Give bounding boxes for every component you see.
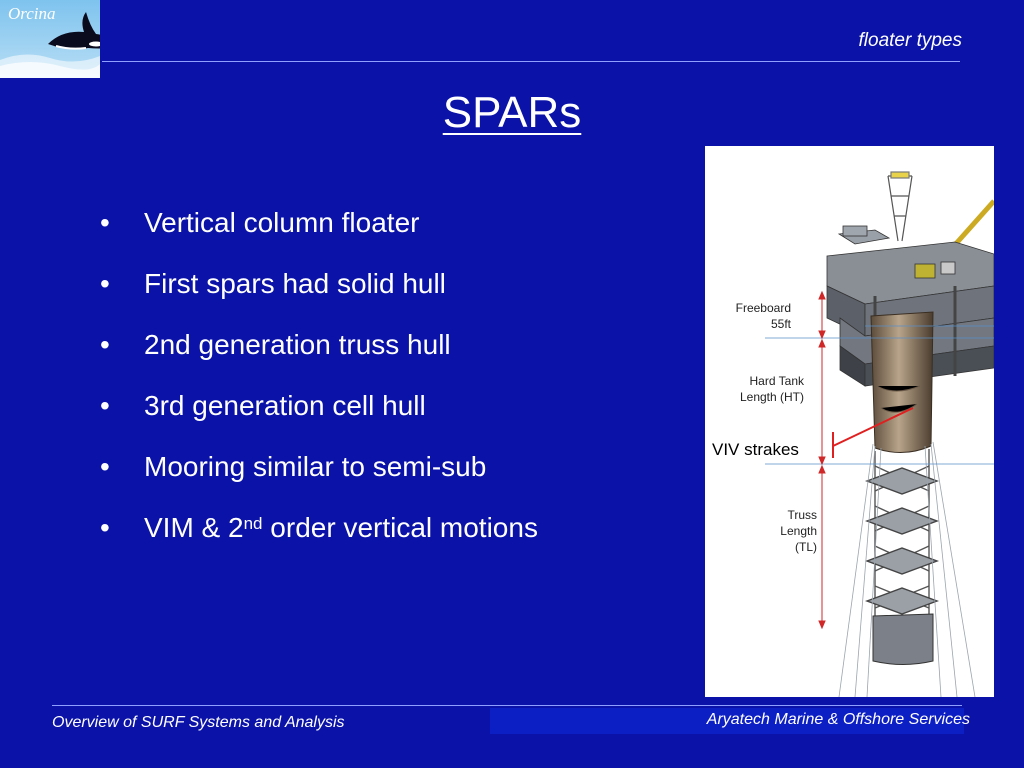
bullet-item: • Vertical column floater [100,203,538,264]
orca-icon [0,12,100,78]
viv-pointer [832,407,914,458]
hard-tank-label-text: Hard Tank [749,374,804,388]
viv-strakes-label: VIV strakes [712,440,799,459]
footer-divider [52,705,962,706]
bullet-dot: • [100,207,110,238]
hard-tank-value: Length (HT) [739,390,804,404]
bullet-text-before: VIM & 2 [144,512,244,543]
truss-abbrev: (TL) [795,540,817,554]
bullet-item: • Mooring similar to semi-sub [100,447,538,508]
drilling-derrick [887,171,913,242]
mooring-lines [838,441,976,697]
logo-text: Orcina [8,4,56,23]
truss-section [864,449,940,616]
bullet-dot: • [100,390,110,421]
bullet-item: • VIM & 2nd order vertical motions [100,508,538,569]
bullet-text: Mooring similar to semi-sub [144,451,487,482]
footer-band [490,708,964,734]
bullet-item: • 2nd generation truss hull [100,325,538,386]
bullet-text: Vertical column floater [144,207,420,238]
spar-illustration [765,171,994,697]
bullet-superscript: nd [243,514,263,533]
bullet-text-after: order vertical motions [262,512,538,543]
header-divider [102,61,960,62]
dimension-arrows [818,290,826,630]
footer-presentation-title: Overview of SURF Systems and Analysis [52,714,345,731]
section-label: floater types [858,30,963,51]
bullet-item: • 3rd generation cell hull [100,386,538,447]
freeboard-label-text: Freeboard [735,301,791,315]
bullet-dot: • [100,451,110,482]
freeboard-label: Freeboard 55ft [715,300,791,332]
bullet-dot: • [100,268,110,299]
bullet-text: 3rd generation cell hull [144,390,426,421]
bullet-list: • Vertical column floater • First spars ha… [100,203,538,569]
bullet-text: 2nd generation truss hull [144,329,451,360]
bullet-item: • First spars had solid hull [100,264,538,325]
bullet-dot: • [100,512,110,543]
truss-label-text: Truss [787,508,817,522]
truss-length-text: Length [780,524,817,538]
slide-title-text: SPARs [442,88,582,137]
bullet-text: First spars had solid hull [144,268,446,299]
freeboard-value: 55ft [770,317,791,331]
hard-tank-hull [870,311,934,453]
slide-title: SPARs [0,88,1024,138]
soft-tank [872,613,934,665]
bullet-dot: • [100,329,110,360]
orcina-logo: Orcina [0,0,100,78]
footer-company: Aryatech Marine & Offshore Services [706,711,970,728]
